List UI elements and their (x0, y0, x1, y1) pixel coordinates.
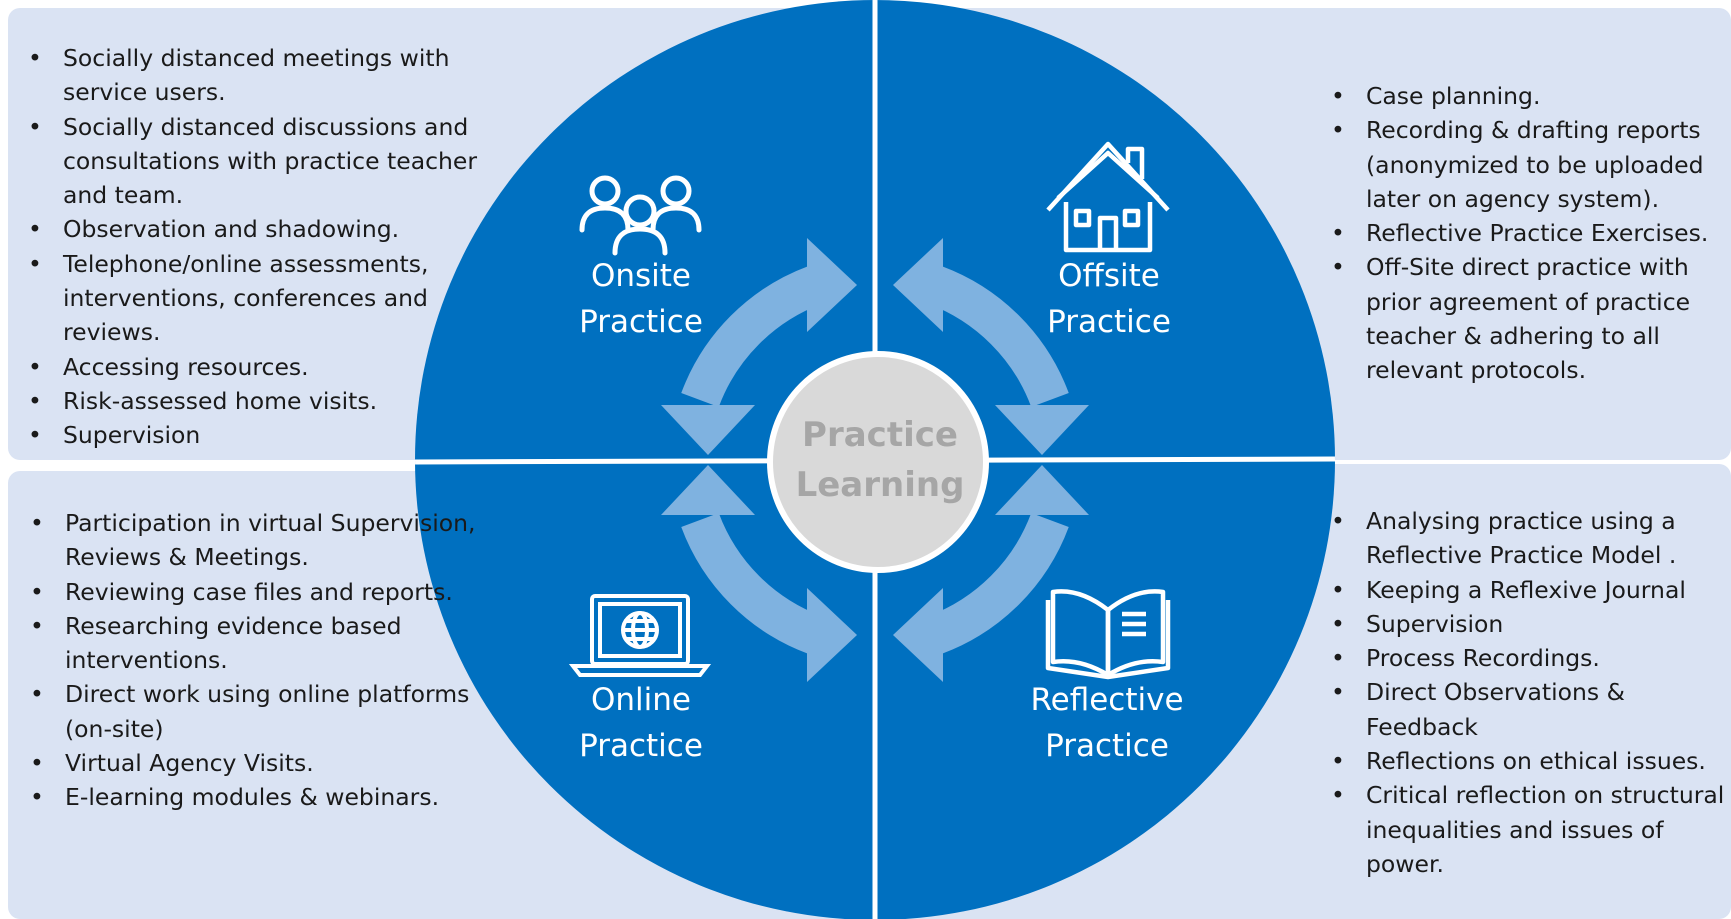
list-item: Telephone/online assessments, interventi… (28, 247, 498, 350)
laptop-globe-icon (568, 594, 712, 677)
list-item: Reflections on ethical issues. (1331, 744, 1731, 779)
offsite-label-line1: Offsite (1058, 258, 1160, 294)
center-circle (767, 351, 989, 573)
onsite-label-line2: Practice (579, 304, 703, 340)
arrow-bottom-left (661, 465, 857, 682)
offsite-label-line2: Practice (1047, 304, 1171, 340)
list-item: Participation in virtual Supervision, Re… (30, 506, 480, 575)
center-label-line2: Learning (795, 465, 965, 505)
list-item: Supervision (1331, 607, 1731, 642)
online-label-line2: Practice (579, 728, 703, 764)
onsite-label-line1: Onsite (590, 258, 692, 294)
offsite-practice-label: Offsite Practice (989, 253, 1229, 345)
list-item: Virtual Agency Visits. (30, 746, 480, 781)
center-label: Practice Learning (760, 410, 1000, 510)
list-item: Direct Observations & Feedback (1331, 675, 1731, 744)
list-item: E-learning modules & webinars. (30, 780, 480, 815)
center-label-line1: Practice (802, 415, 958, 455)
online-activities-list: Participation in virtual Supervision, Re… (30, 506, 480, 815)
list-item: Reviewing case files and reports. (30, 575, 480, 610)
reflective-activities-list: Analysing practice using a Reflective Pr… (1331, 504, 1731, 881)
list-item: Supervision (28, 418, 498, 453)
list-item: Socially distanced meetings with service… (28, 41, 498, 110)
list-item: Socially distanced discussions and consu… (28, 110, 498, 213)
arrow-top-left (661, 238, 857, 455)
list-item: Recording & drafting reports (anonymized… (1331, 113, 1731, 216)
onsite-activities-list: Socially distanced meetings with service… (28, 41, 498, 453)
list-item: Analysing practice using a Reflective Pr… (1331, 504, 1731, 573)
house-icon (1046, 141, 1170, 253)
list-item: Direct work using online platforms (on-s… (30, 677, 480, 746)
list-item: Critical reflection on structural inequa… (1331, 778, 1731, 881)
online-label-line1: Online (591, 682, 691, 718)
people-group-icon (579, 175, 702, 256)
list-item: Process Recordings. (1331, 641, 1731, 676)
list-item: Case planning. (1331, 79, 1731, 114)
online-practice-label: Online Practice (521, 677, 761, 769)
arrow-bottom-right (893, 465, 1089, 682)
list-item: Accessing resources. (28, 350, 498, 385)
list-item: Reflective Practice Exercises. (1331, 216, 1731, 251)
list-item: Keeping a Reflexive Journal (1331, 573, 1731, 608)
offsite-activities-list: Case planning. Recording & drafting repo… (1331, 79, 1731, 388)
open-book-icon (1045, 589, 1171, 680)
reflective-practice-label: Reflective Practice (987, 677, 1227, 769)
list-item: Researching evidence based interventions… (30, 609, 480, 678)
reflective-label-line2: Practice (1045, 728, 1169, 764)
reflective-label-line1: Reflective (1030, 682, 1184, 718)
arrow-top-right (893, 238, 1089, 455)
list-item: Off-Site direct practice with prior agre… (1331, 250, 1731, 387)
list-item: Risk-assessed home visits. (28, 384, 498, 419)
list-item: Observation and shadowing. (28, 212, 498, 247)
onsite-practice-label: Onsite Practice (521, 253, 761, 345)
